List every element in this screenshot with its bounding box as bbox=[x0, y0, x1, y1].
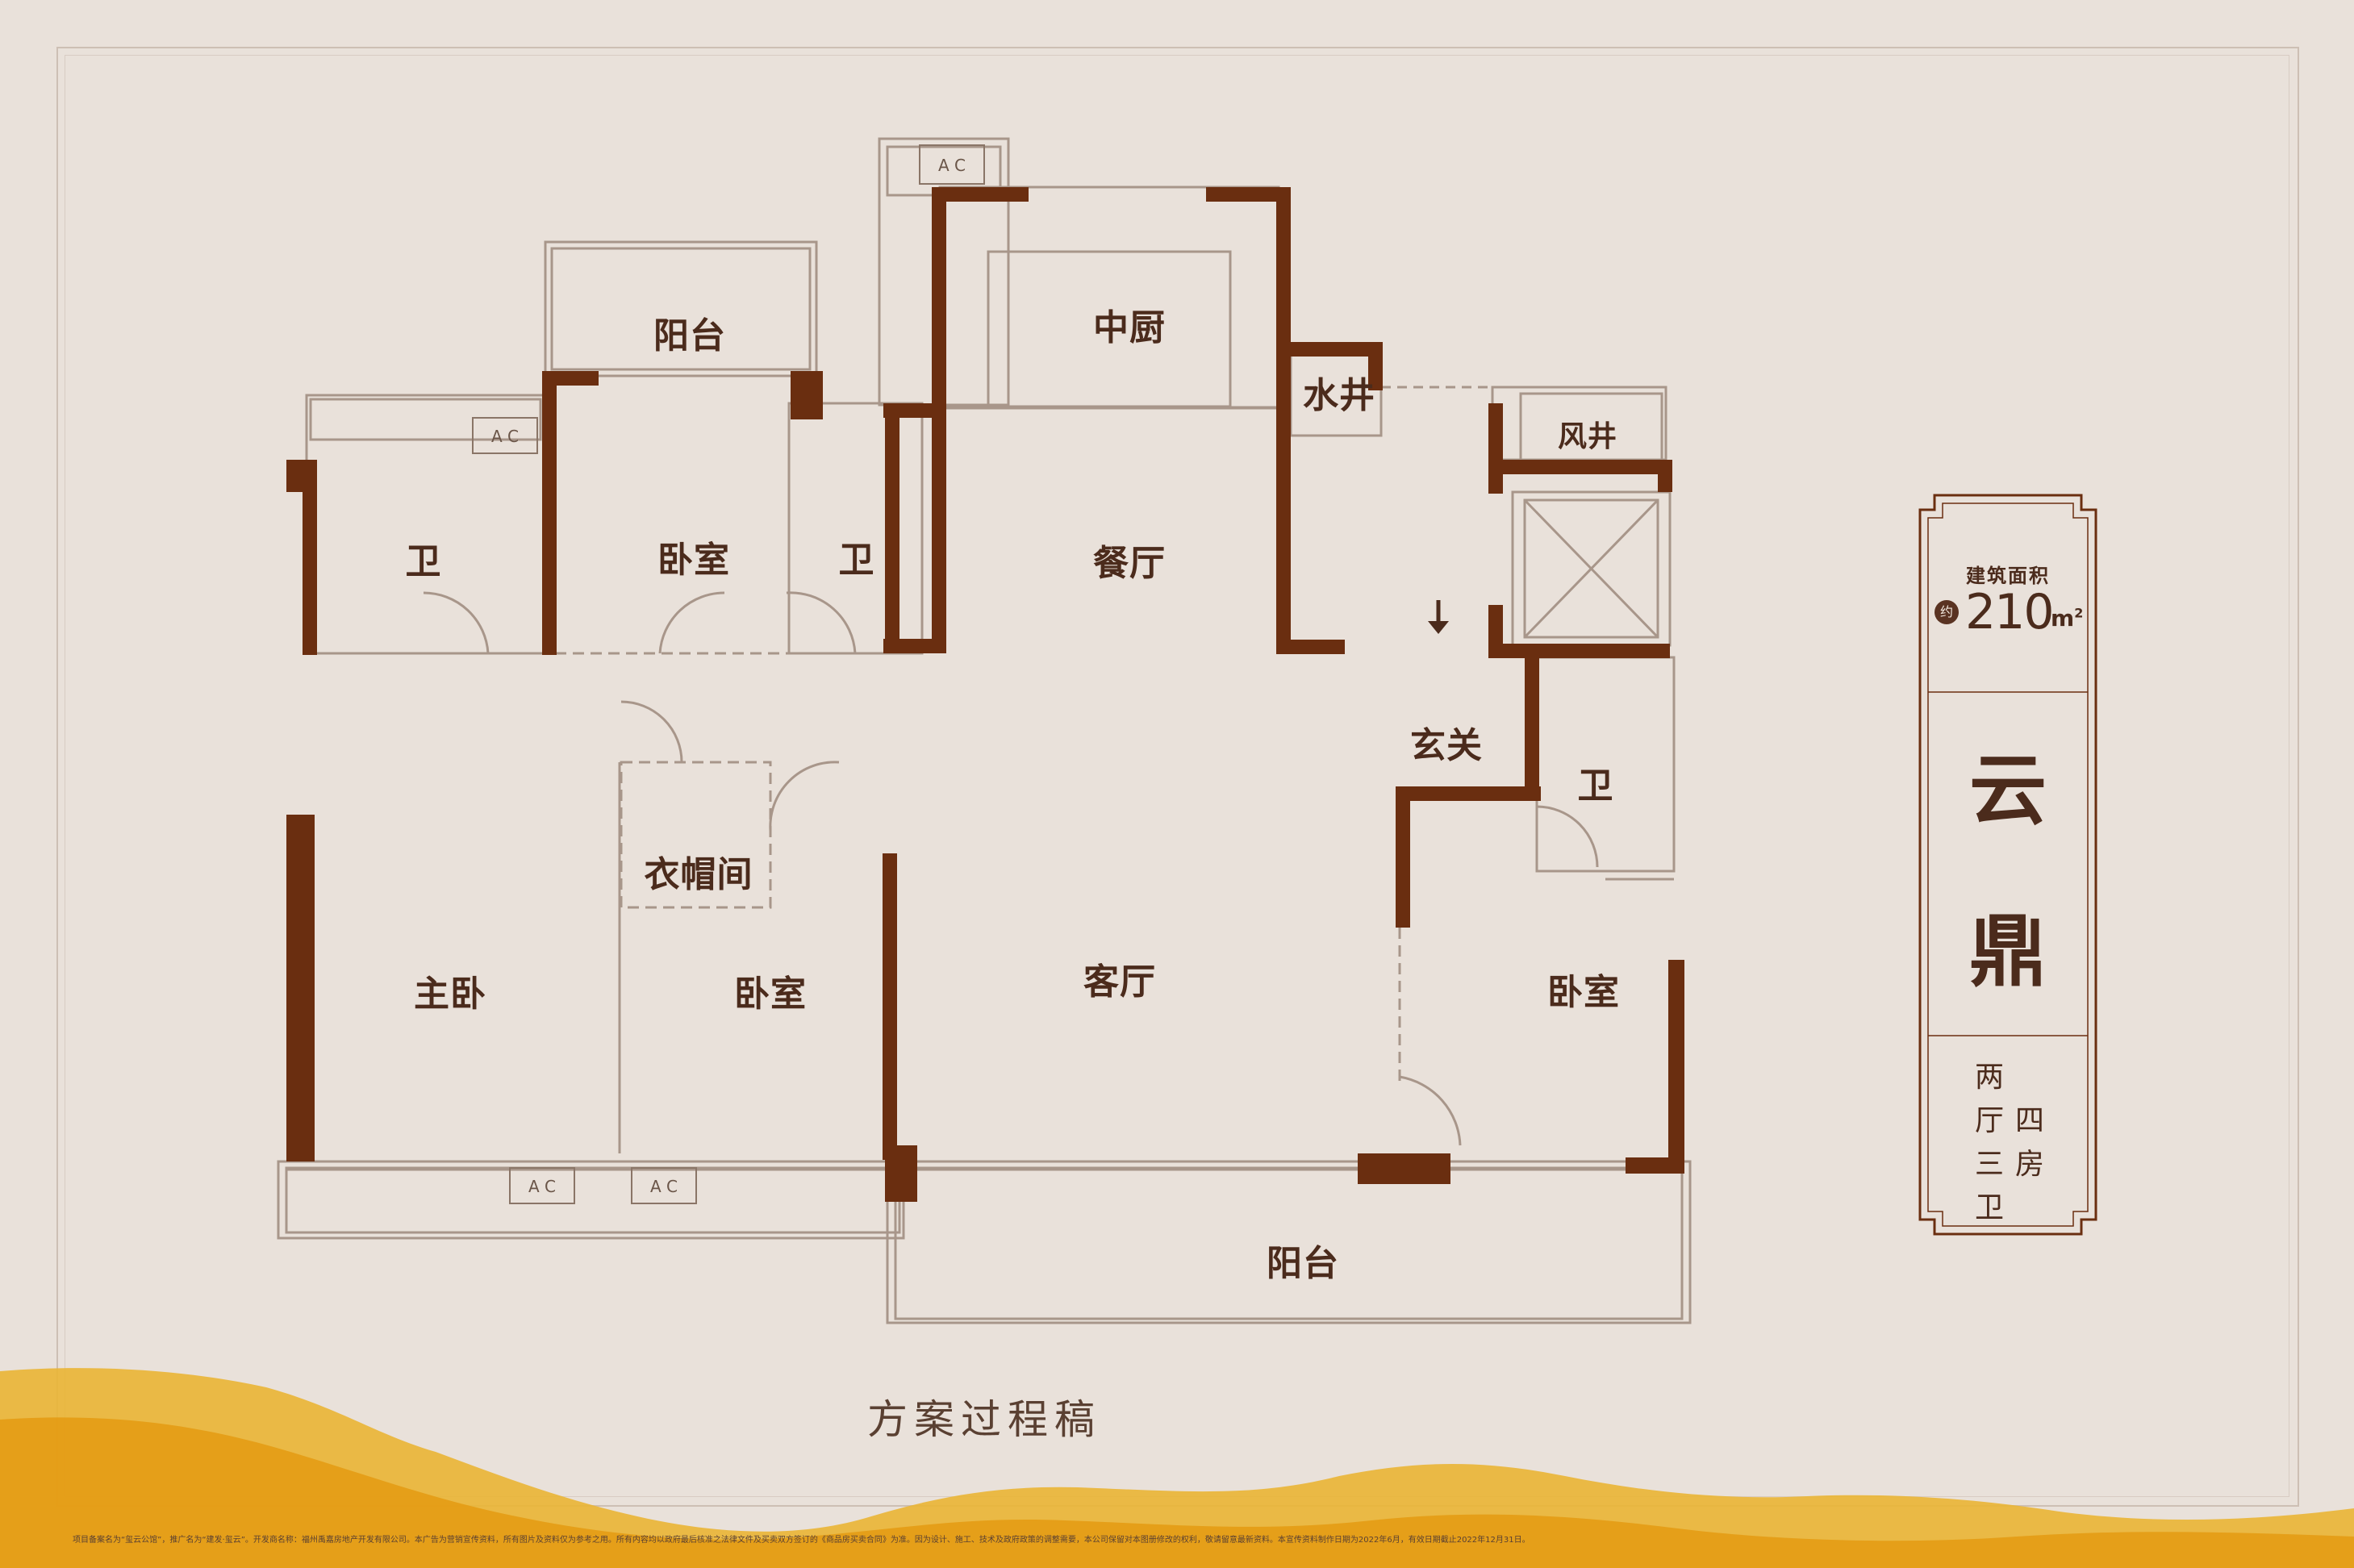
room-balcony-south: 阳台 bbox=[1267, 1243, 1339, 1284]
layout-char-1: 两 bbox=[1975, 1061, 2005, 1094]
info-panel-frame bbox=[1918, 494, 2097, 1236]
room-dining: 餐厅 bbox=[1093, 543, 1166, 584]
layout-char-2: 厅 bbox=[1975, 1104, 2005, 1137]
room-master-bedroom: 主卧 bbox=[414, 974, 486, 1015]
area-title: 建筑面积 bbox=[1966, 565, 2050, 587]
room-bedroom-east: 卧室 bbox=[1547, 972, 1620, 1013]
ac-text: A C A C A C A C bbox=[491, 156, 966, 1196]
area-row: 约 210 m2 bbox=[1933, 582, 2094, 640]
area-unit-exponent: 2 bbox=[2074, 605, 2084, 621]
layout-char-4: 卫 bbox=[1975, 1191, 2005, 1224]
area-value: 210 bbox=[1965, 584, 2055, 640]
room-closet: 衣帽间 bbox=[644, 854, 753, 895]
legal-disclaimer: 项目备案名为“玺云公馆”，推广名为“建发·玺云”。开发商名称：福州禹嘉房地产开发… bbox=[73, 1536, 1530, 1545]
room-balcony-north: 阳台 bbox=[653, 315, 726, 357]
unit-name-char-2: 鼎 bbox=[1969, 906, 2047, 997]
thick-walls bbox=[286, 187, 1684, 1202]
area-approx-badge: 约 bbox=[1935, 600, 1959, 624]
room-living: 客厅 bbox=[1083, 961, 1156, 1003]
ac-units bbox=[472, 144, 985, 1204]
room-kitchen: 中厨 bbox=[1093, 307, 1166, 348]
room-foyer: 玄关 bbox=[1410, 725, 1483, 766]
room-bedroom-south: 卧室 bbox=[734, 974, 807, 1015]
area-unit: m2 bbox=[2051, 605, 2083, 632]
ac-label-3: A C bbox=[528, 1177, 556, 1196]
ac-label-2: A C bbox=[491, 427, 519, 446]
room-water-shaft: 水井 bbox=[1303, 375, 1375, 416]
layout-char-3: 三 bbox=[1975, 1148, 2005, 1181]
ac-label-4: A C bbox=[650, 1177, 678, 1196]
ac-label-1: A C bbox=[938, 156, 966, 175]
layout-char-5: 四 bbox=[2015, 1104, 2045, 1137]
thin-lines bbox=[277, 137, 1692, 1324]
room-air-shaft: 风井 bbox=[1557, 420, 1618, 453]
room-bedroom-north: 卧室 bbox=[657, 540, 730, 581]
info-panel: 建筑面积 约 210 m2 云 鼎 两 厅 三 卫 四 房 bbox=[1918, 494, 2097, 1236]
layout-char-6: 房 bbox=[2015, 1148, 2045, 1181]
room-bath-east: 卫 bbox=[1577, 765, 1614, 807]
room-bath-west: 卫 bbox=[405, 541, 442, 582]
draft-note: 方案过程稿 bbox=[867, 1396, 1101, 1443]
area-unit-base: m bbox=[2051, 605, 2075, 632]
unit-name-char-1: 云 bbox=[1969, 744, 2047, 836]
room-bath-mid: 卫 bbox=[838, 540, 875, 581]
